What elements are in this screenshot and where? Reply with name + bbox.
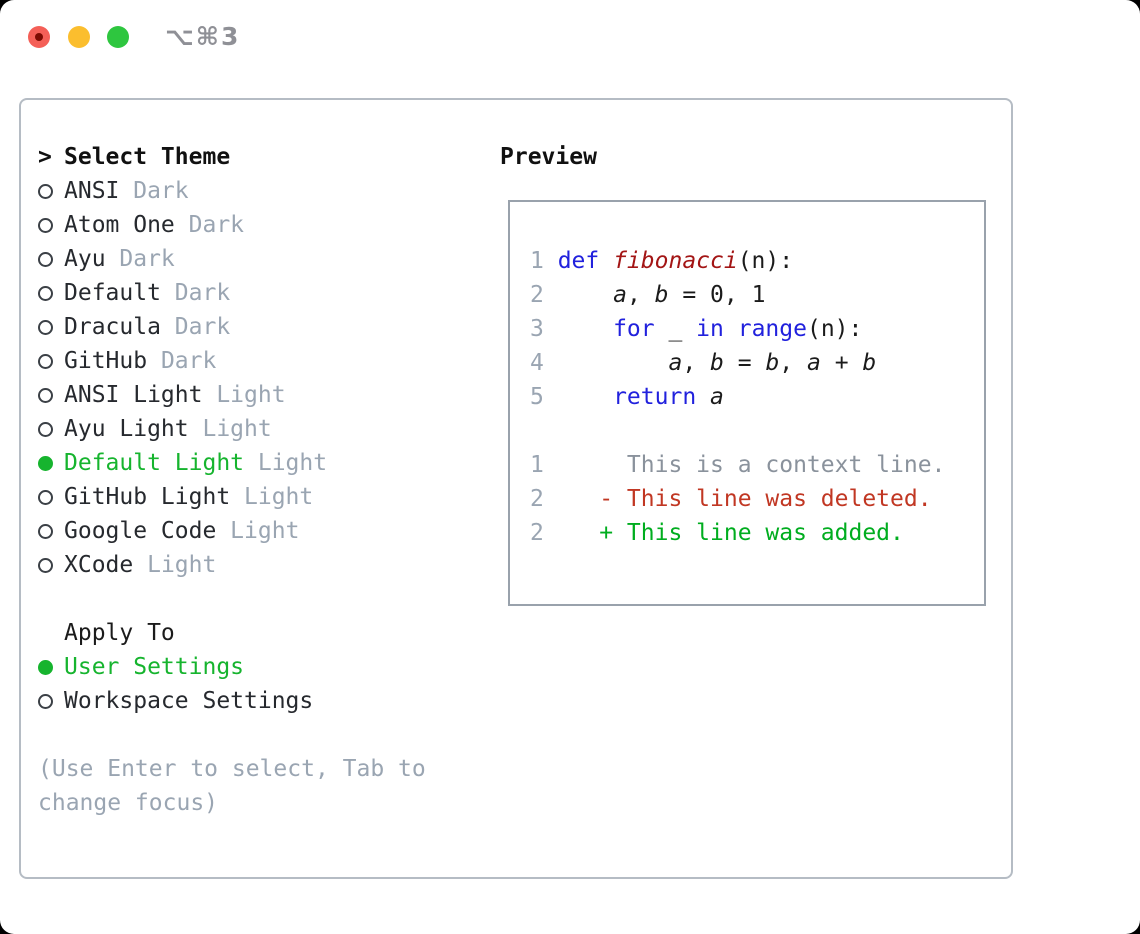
- theme-label: Dracula: [64, 314, 161, 340]
- theme-variant-label: Dark: [174, 212, 245, 238]
- theme-variant-label: Light: [202, 382, 286, 408]
- theme-option-ayu[interactable]: Ayu Dark: [38, 242, 426, 276]
- theme-variant-label: Dark: [147, 348, 217, 374]
- theme-option-ansi-light[interactable]: ANSI Light Light: [38, 378, 426, 412]
- preview-line: 2 - This line was deleted.: [530, 482, 984, 516]
- theme-option-github[interactable]: GitHub Dark: [38, 344, 426, 378]
- radio-unselected-icon: [38, 489, 53, 505]
- radio-selected-icon: [38, 455, 53, 471]
- preview-line: [530, 414, 984, 448]
- line-number: 2: [530, 486, 544, 512]
- hint-line-1: (Use Enter to select, Tab to: [38, 756, 426, 782]
- window-shortcut-label: ⌥⌘3: [165, 22, 241, 51]
- apply-option-workspace-settings[interactable]: Workspace Settings: [38, 684, 426, 718]
- titlebar: ⌥⌘3: [0, 0, 1140, 74]
- theme-label: Default: [64, 280, 161, 306]
- theme-option-ansi[interactable]: ANSI Dark: [38, 174, 426, 208]
- theme-variant-label: Light: [230, 484, 314, 510]
- preview-line: 3 for _ in range(n):: [530, 312, 984, 346]
- line-number: 1: [530, 452, 544, 478]
- radio-unselected-icon: [38, 285, 53, 301]
- apply-label: Workspace Settings: [64, 688, 314, 714]
- select-theme-header-row: > Select Theme: [38, 140, 426, 174]
- close-dot-icon: [35, 33, 43, 41]
- minimize-button[interactable]: [68, 26, 90, 48]
- theme-option-github-light[interactable]: GitHub Light Light: [38, 480, 426, 514]
- apply-label: User Settings: [64, 654, 245, 680]
- line-number: 3: [530, 316, 544, 342]
- line-number: 4: [530, 350, 544, 376]
- theme-variant-label: Dark: [160, 314, 231, 340]
- theme-label: Default Light: [64, 450, 245, 476]
- theme-variant-label: Light: [133, 552, 217, 578]
- hint-line-2: change focus): [38, 790, 219, 816]
- theme-option-atom-one[interactable]: Atom One Dark: [38, 208, 426, 242]
- radio-unselected-icon: [38, 353, 53, 369]
- preview-line: 5 return a: [530, 380, 984, 414]
- radio-selected-icon: [38, 659, 53, 675]
- radio-unselected-icon: [38, 217, 53, 233]
- line-number: 5: [530, 384, 544, 410]
- theme-label: GitHub Light: [64, 484, 231, 510]
- radio-unselected-icon: [38, 251, 53, 267]
- close-button[interactable]: [28, 26, 50, 48]
- theme-option-dracula[interactable]: Dracula Dark: [38, 310, 426, 344]
- theme-option-ayu-light[interactable]: Ayu Light Light: [38, 412, 426, 446]
- line-number: 2: [530, 520, 544, 546]
- theme-option-xcode[interactable]: XCode Light: [38, 548, 426, 582]
- theme-label: Google Code: [64, 518, 217, 544]
- theme-option-google-code[interactable]: Google Code Light: [38, 514, 426, 548]
- prompt-cursor-icon: >: [38, 144, 52, 170]
- theme-label: Ayu Light: [64, 416, 189, 442]
- theme-variant-label: Dark: [105, 246, 175, 272]
- zoom-button[interactable]: [107, 26, 129, 48]
- theme-option-default[interactable]: Default Dark: [38, 276, 426, 310]
- theme-variant-label: Dark: [160, 280, 231, 306]
- select-theme-heading: Select Theme: [64, 144, 231, 170]
- radio-unselected-icon: [38, 319, 53, 335]
- radio-unselected-icon: [38, 421, 53, 437]
- preview-line: 2 a, b = 0, 1: [530, 278, 984, 312]
- theme-label: Ayu: [64, 246, 106, 272]
- radio-unselected-icon: [38, 693, 53, 709]
- apply-to-heading: Apply To: [64, 620, 175, 646]
- preview-heading: Preview: [500, 144, 597, 170]
- theme-variant-label: Light: [244, 450, 328, 476]
- theme-variant-label: Light: [188, 416, 272, 442]
- radio-unselected-icon: [38, 183, 53, 199]
- theme-label: GitHub: [64, 348, 148, 374]
- radio-unselected-icon: [38, 557, 53, 573]
- preview-line: 1 This is a context line.: [530, 448, 984, 482]
- apply-to-header-row: Apply To: [38, 616, 426, 650]
- theme-label: ANSI Light: [64, 382, 203, 408]
- theme-label: XCode: [64, 552, 134, 578]
- theme-variant-label: Light: [216, 518, 300, 544]
- theme-option-default-light[interactable]: Default Light Light: [38, 446, 426, 480]
- preview-line: 4 a, b = b, a + b: [530, 346, 984, 380]
- line-number: 1: [530, 248, 544, 274]
- radio-unselected-icon: [38, 387, 53, 403]
- apply-option-user-settings[interactable]: User Settings: [38, 650, 426, 684]
- theme-label: Atom One: [64, 212, 175, 238]
- line-number: 2: [530, 282, 544, 308]
- theme-label: ANSI: [64, 178, 120, 204]
- radio-unselected-icon: [38, 523, 53, 539]
- preview-line: 2 + This line was added.: [530, 516, 984, 550]
- theme-variant-label: Dark: [119, 178, 189, 204]
